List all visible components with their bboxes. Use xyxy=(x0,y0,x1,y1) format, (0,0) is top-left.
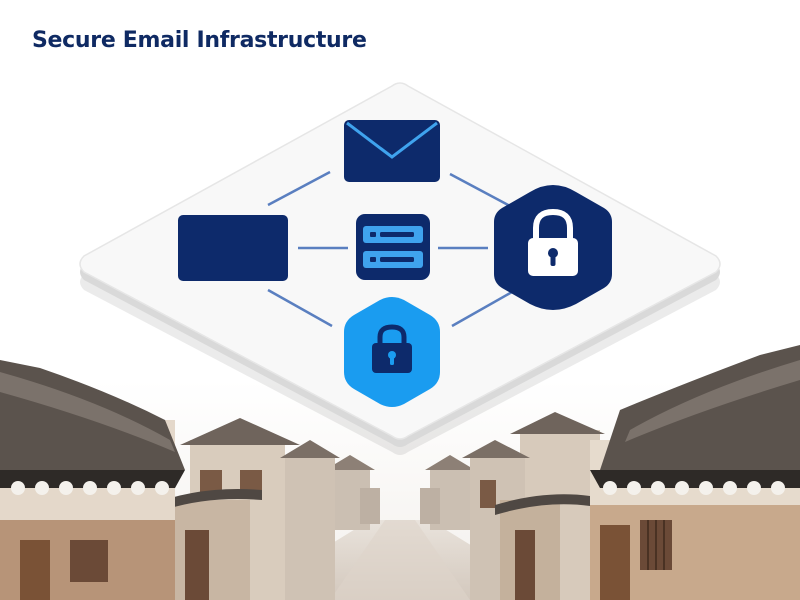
distant-houses xyxy=(325,455,475,530)
connector-email-gateway xyxy=(449,172,511,208)
connector-client-email xyxy=(267,170,331,207)
right-foreground-house xyxy=(590,345,800,600)
padlock-icon xyxy=(528,208,578,276)
page-title: Secure Email Infrastructure xyxy=(32,28,367,53)
secure-gateway-node xyxy=(494,185,612,310)
connector-client-encryption xyxy=(267,288,333,328)
connectors xyxy=(267,170,513,328)
left-houses xyxy=(150,418,340,600)
envelope-icon xyxy=(346,121,438,159)
village-street-background xyxy=(0,345,800,600)
server-node xyxy=(356,214,430,280)
client-node xyxy=(178,215,288,281)
padlock-icon xyxy=(372,324,412,373)
right-houses xyxy=(462,412,605,600)
blank-panel-icon xyxy=(178,215,288,281)
connector-encryption-gateway xyxy=(451,290,513,328)
encryption-node xyxy=(344,297,440,407)
email-node xyxy=(344,120,440,182)
left-foreground-house xyxy=(0,360,185,600)
server-icon xyxy=(363,226,423,268)
